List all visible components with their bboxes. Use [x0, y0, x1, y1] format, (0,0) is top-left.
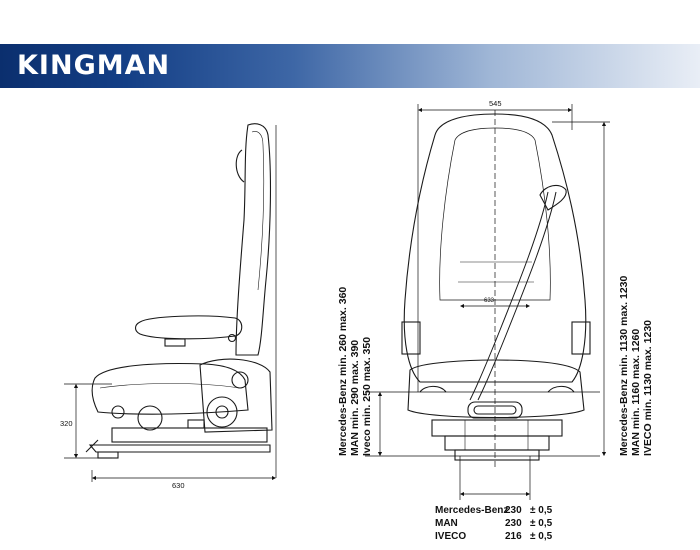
table-row-tolerance: ± 0,5 [530, 531, 553, 542]
brand-logo: KINGMAN [17, 50, 171, 81]
table-row-value: 230 [505, 518, 522, 529]
front-width-label: 545 [489, 99, 502, 108]
table-row-value: 230 [505, 505, 522, 516]
side-view-dimensions [64, 125, 277, 482]
left-adjust-line-1: Mercedes-Benz min. 260 max. 360 [337, 287, 349, 456]
header-banner: KINGMAN [0, 44, 700, 88]
side-height-label: 320 [60, 419, 73, 428]
left-adjust-line-2: MAN min. 290 max. 390 [349, 340, 361, 456]
left-adjustment-block: Mercedes-Benz min. 260 max. 360 MAN min.… [337, 287, 373, 456]
table-row-brand: MAN [435, 518, 458, 529]
right-adjust-line-1: Mercedes-Benz min. 1130 max. 1230 [618, 275, 630, 456]
right-adjustment-block: Mercedes-Benz min. 1130 max. 1230 MAN mi… [618, 275, 654, 456]
left-adjust-line-3: Iveco min. 250 max. 350 [361, 337, 373, 456]
right-adjust-line-2: MAN min. 1160 max. 1260 [630, 329, 642, 456]
base-width-table: Mercedes-Benz 230 ± 0,5 MAN 230 ± 0,5 IV… [435, 505, 575, 549]
table-row-tolerance: ± 0,5 [530, 505, 553, 516]
table-row-brand: IVECO [435, 531, 467, 542]
table-row-brand: Mercedes-Benz [435, 505, 509, 516]
table-row-tolerance: ± 0,5 [530, 518, 553, 529]
front-view-dimensions [365, 104, 610, 500]
right-adjust-line-3: IVECO min. 1130 max. 1230 [642, 320, 654, 456]
front-view-seat [401, 113, 591, 461]
front-inner-width-label: 633 [484, 298, 495, 304]
side-view-seat [85, 123, 273, 459]
table-row-value: 216 [505, 531, 522, 542]
side-depth-label: 630 [172, 481, 185, 490]
